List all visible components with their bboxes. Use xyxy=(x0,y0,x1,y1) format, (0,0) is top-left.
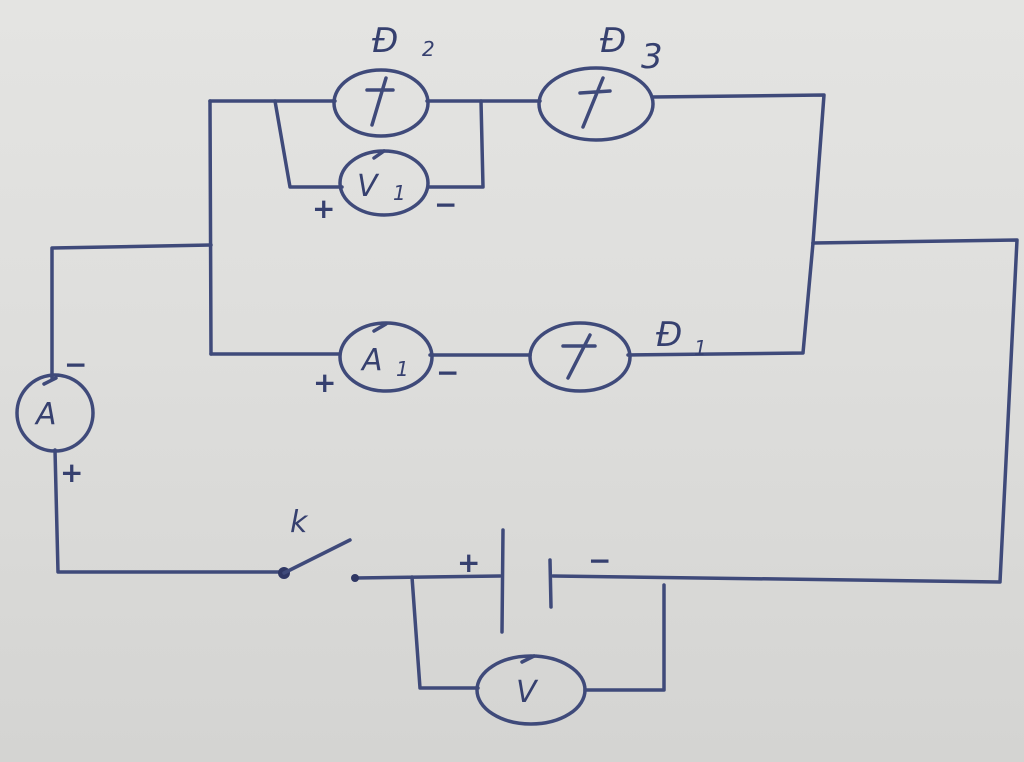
wire-v1-loop-right xyxy=(426,99,485,189)
lamp-d2-label: Đ xyxy=(372,21,398,61)
wire-v1-loop xyxy=(273,99,344,189)
lamp-d3: Đ 3 xyxy=(537,21,663,142)
wire-right-outer xyxy=(551,238,1019,584)
battery-plus: + xyxy=(457,546,480,579)
ammeter-a1-plus: + xyxy=(313,366,336,399)
switch-contact xyxy=(351,574,359,582)
switch-label: k xyxy=(290,505,309,540)
voltmeter-v-needle-icon xyxy=(520,654,536,664)
ammeter-a-needle-icon xyxy=(42,376,58,386)
ammeter-a: A − + xyxy=(15,348,95,489)
ammeter-a-minus: − xyxy=(64,348,87,381)
voltmeter-v1: V 1 + − xyxy=(312,149,457,225)
wire-d3-right xyxy=(650,93,826,245)
lamp-d2-cross-icon xyxy=(365,76,395,127)
ammeter-a1-ring xyxy=(338,321,434,393)
wire-switch-to-battery xyxy=(353,574,502,580)
lamp-d3-label: Đ xyxy=(600,21,626,61)
voltmeter-v1-label-sub: 1 xyxy=(393,181,406,205)
voltmeter-v-label: V xyxy=(516,675,539,710)
voltmeter-v: V xyxy=(475,654,587,726)
battery: + − xyxy=(457,528,611,634)
wire-node-to-a xyxy=(50,243,213,380)
lamp-d2-label-sub: 2 xyxy=(422,37,435,61)
lamp-d1-label-sub: 1 xyxy=(694,336,707,360)
lamp-d1-label: Đ xyxy=(656,315,682,355)
ammeter-a-plus: + xyxy=(60,456,83,489)
wire-left-vertical xyxy=(208,99,213,356)
voltmeter-v1-minus: − xyxy=(434,188,457,221)
battery-plate-long xyxy=(500,528,505,634)
ammeter-a1-needle-icon xyxy=(372,322,388,333)
battery-plate-short xyxy=(548,558,553,609)
voltmeter-v1-ring xyxy=(338,149,430,217)
ammeter-a-label: A xyxy=(34,397,57,432)
lamp-d3-cross-icon xyxy=(578,76,612,129)
lamp-d3-label-sub: 3 xyxy=(641,37,663,77)
battery-minus: − xyxy=(588,544,611,577)
ammeter-a1-minus: − xyxy=(436,356,459,389)
wire-a-to-switch xyxy=(53,448,286,574)
lamp-d2-ring xyxy=(332,68,430,138)
lamp-d1: Đ 1 xyxy=(528,315,707,393)
ammeter-a1: A 1 + − xyxy=(313,321,459,399)
voltmeter-v1-label: V xyxy=(357,169,380,204)
wire-v-loop-left xyxy=(410,575,480,690)
lamp-d1-ring xyxy=(528,321,632,393)
voltmeter-v1-needle-icon xyxy=(372,149,386,160)
ammeter-a1-label: A xyxy=(360,343,383,378)
wires xyxy=(50,93,1019,692)
voltmeter-v1-plus: + xyxy=(312,192,335,225)
lamp-d1-cross-icon xyxy=(561,333,597,380)
wire-d1-right xyxy=(626,241,815,357)
ammeter-a1-label-sub: 1 xyxy=(396,357,409,381)
lamp-d2: Đ 2 xyxy=(332,21,435,138)
switch-k: k xyxy=(278,505,359,582)
switch-blade xyxy=(282,538,352,575)
lamp-d3-ring xyxy=(537,66,655,142)
wire-v-loop-right xyxy=(583,583,666,692)
ammeter-a-ring xyxy=(15,373,95,453)
